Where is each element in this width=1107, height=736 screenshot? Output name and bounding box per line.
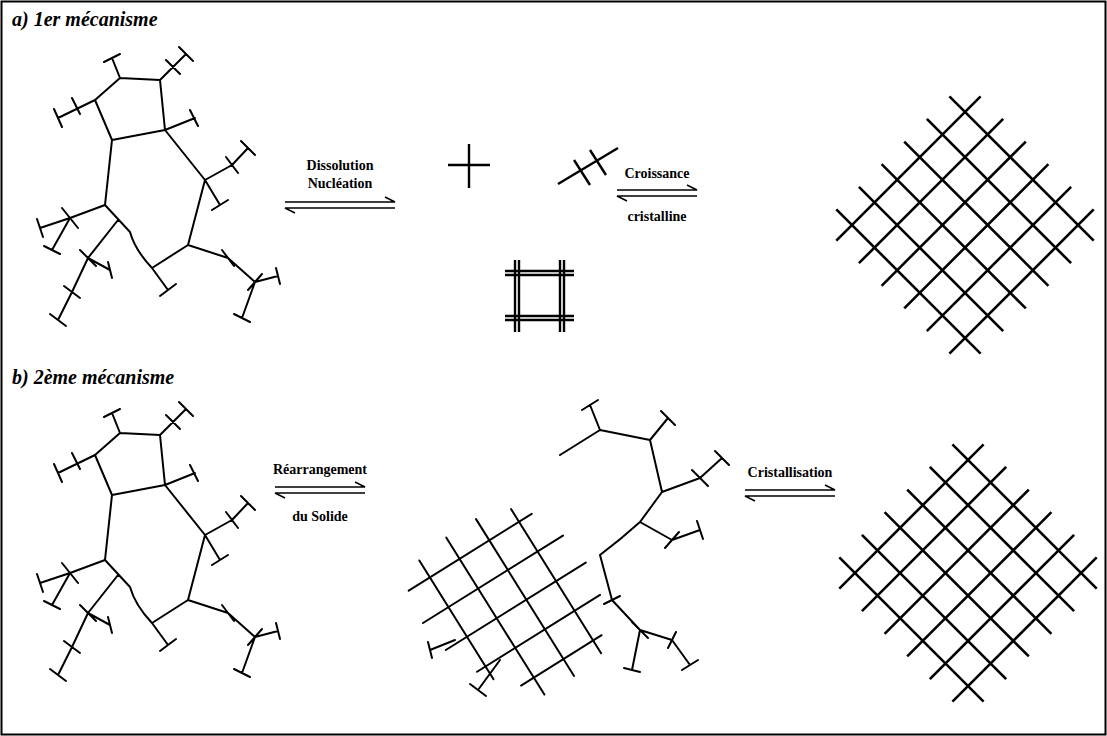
partially-ordered-solid — [391, 400, 729, 729]
arrow-label: Dissolution Nucléation — [285, 157, 395, 193]
amorphous-network — [37, 402, 280, 681]
section-heading: a) 1er mécanisme — [12, 8, 158, 31]
crystal-lattice — [839, 444, 1096, 701]
arrow-label: Croissance — [607, 165, 707, 183]
equilibrium-arrow — [285, 197, 395, 213]
amorphous-network — [37, 47, 280, 326]
arrow-label: du Solide — [262, 508, 378, 526]
arrow-label: cristalline — [607, 208, 707, 226]
arrow-label: Réarrangement — [262, 461, 378, 479]
arrow-label: Cristallisation — [733, 464, 847, 482]
equilibrium-arrow — [275, 482, 365, 498]
equilibrium-arrow — [745, 485, 835, 501]
equilibrium-arrow — [617, 185, 697, 201]
nucleus-fragments — [448, 144, 618, 332]
section-heading: b) 2ème mécanisme — [12, 366, 174, 389]
crystal-lattice — [836, 96, 1093, 353]
